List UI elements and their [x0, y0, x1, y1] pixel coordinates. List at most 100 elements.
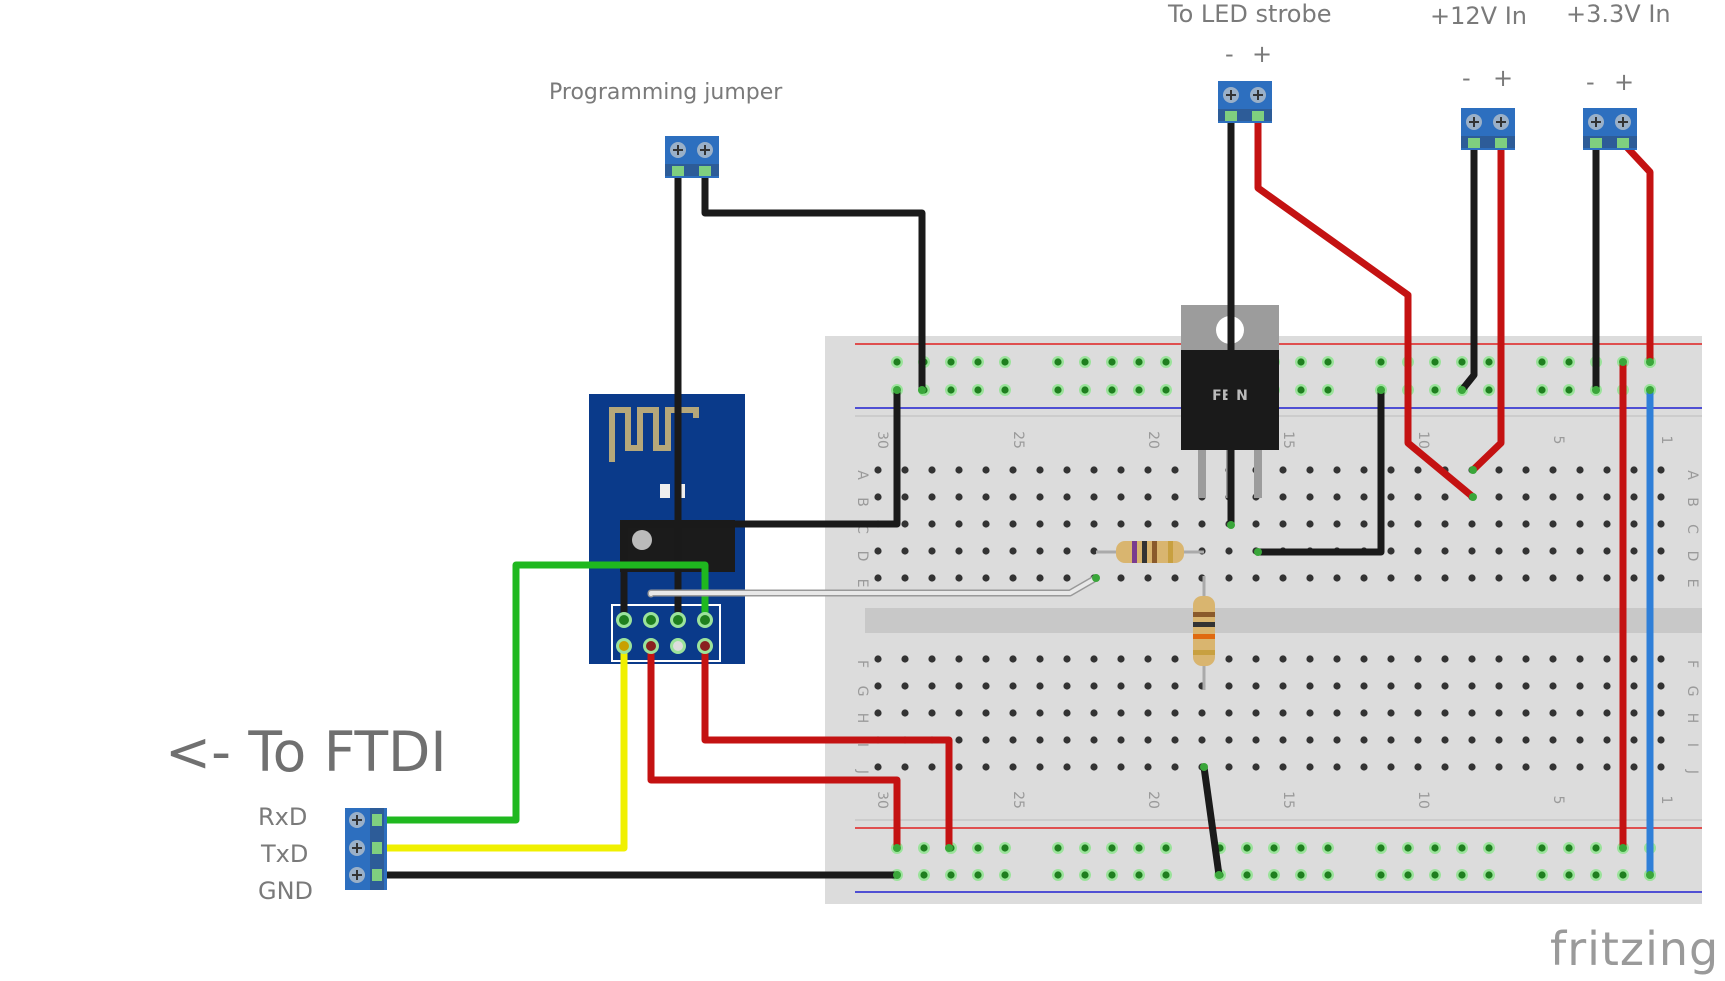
breadboard-hole — [1171, 682, 1179, 690]
row-letter: E — [854, 579, 870, 588]
rail-hole — [1565, 386, 1573, 394]
breadboard-hole — [1576, 655, 1584, 663]
wire-endpoint — [1619, 358, 1627, 366]
rail-hole — [1485, 844, 1493, 852]
row-letter: I — [1684, 743, 1700, 747]
txd-label: TxD — [261, 840, 309, 868]
breadboard-hole — [1009, 493, 1017, 501]
breadboard-hole — [1657, 520, 1665, 528]
row-letter: H — [1684, 713, 1700, 724]
breadboard-hole — [1090, 763, 1098, 771]
breadboard-hole — [1333, 574, 1341, 582]
breadboard-hole — [1036, 493, 1044, 501]
breadboard-hole — [1171, 655, 1179, 663]
breadboard-hole — [1441, 655, 1449, 663]
rail-hole — [1162, 358, 1170, 366]
rail-hole — [1485, 386, 1493, 394]
breadboard-hole — [1603, 682, 1611, 690]
breadboard-hole — [1387, 493, 1395, 501]
gnd-label: GND — [258, 877, 314, 905]
breadboard-hole — [982, 466, 990, 474]
breadboard-hole — [1063, 709, 1071, 717]
wire-12v-minus-black — [1458, 139, 1478, 394]
breadboard-hole — [1657, 736, 1665, 744]
breadboard-hole — [1252, 520, 1260, 528]
wire-12v-plus-red — [1469, 139, 1505, 474]
breadboard-center-channel — [865, 608, 1702, 633]
rail-hole — [1081, 358, 1089, 366]
breadboard-hole — [1549, 682, 1557, 690]
breadboard-hole — [1279, 655, 1287, 663]
breadboard-hole — [1144, 709, 1152, 717]
breadboard-hole — [1576, 493, 1584, 501]
wire-33v-plus-red — [1619, 139, 1654, 366]
breadboard-hole — [1495, 574, 1503, 582]
breadboard-hole — [1198, 736, 1206, 744]
breadboard-hole — [1468, 547, 1476, 555]
esp-pin-header — [611, 604, 721, 662]
breadboard-hole — [1522, 682, 1530, 690]
breadboard-hole — [1441, 574, 1449, 582]
breadboard-hole — [1522, 520, 1530, 528]
breadboard-hole — [1495, 736, 1503, 744]
rail-hole — [1297, 871, 1305, 879]
row-letter: B — [1684, 497, 1700, 507]
breadboard-hole — [874, 493, 882, 501]
breadboard-hole — [1603, 520, 1611, 528]
breadboard-hole — [955, 736, 963, 744]
breadboard-hole — [874, 655, 882, 663]
breadboard-hole — [1549, 493, 1557, 501]
breadboard-hole — [1549, 547, 1557, 555]
breadboard-hole — [1063, 682, 1071, 690]
row-letter: F — [854, 660, 870, 668]
breadboard-hole — [1603, 466, 1611, 474]
breadboard-hole — [1522, 466, 1530, 474]
breadboard-hole — [1441, 763, 1449, 771]
breadboard-hole — [1414, 736, 1422, 744]
breadboard-hole — [1522, 493, 1530, 501]
rail-hole — [893, 358, 901, 366]
breadboard-hole — [1036, 466, 1044, 474]
breadboard-hole — [1657, 574, 1665, 582]
terminal-block-12v — [1461, 108, 1515, 150]
to-ftdi-label: <- To FTDI — [165, 720, 447, 784]
wire-endpoint — [1592, 386, 1600, 394]
breadboard-hole — [874, 466, 882, 474]
breadboard-hole — [1576, 763, 1584, 771]
breadboard-hole — [1090, 520, 1098, 528]
breadboard-hole — [1387, 574, 1395, 582]
breadboard-hole — [874, 709, 882, 717]
breadboard-hole — [955, 520, 963, 528]
breadboard-hole — [955, 493, 963, 501]
row-letter: J — [854, 769, 870, 774]
wire-endpoint — [1469, 493, 1477, 501]
rail-hole — [1404, 871, 1412, 879]
breadboard-hole — [901, 763, 909, 771]
rail-hole — [1297, 844, 1305, 852]
breadboard-hole — [1225, 682, 1233, 690]
rail-hole — [947, 386, 955, 394]
resistor-horizontal — [1096, 541, 1204, 563]
wire-jumper-right-black — [701, 168, 926, 394]
breadboard-hole — [1252, 736, 1260, 744]
breadboard-hole — [1333, 709, 1341, 717]
breadboard-hole — [1657, 709, 1665, 717]
breadboard-hole — [1441, 682, 1449, 690]
breadboard-hole — [1090, 736, 1098, 744]
row-letter: C — [1684, 524, 1700, 534]
breadboard-hole — [1603, 574, 1611, 582]
breadboard-hole — [1036, 709, 1044, 717]
esp-header-pins — [616, 612, 713, 654]
wire-esp-gnd-black — [620, 386, 901, 624]
resistor-vertical — [1193, 576, 1215, 690]
breadboard-hole — [1441, 547, 1449, 555]
rail-hole — [1538, 844, 1546, 852]
breadboard-hole — [1576, 466, 1584, 474]
row-letter: A — [1684, 470, 1700, 480]
breadboard-hole — [955, 574, 963, 582]
column-number: 15 — [1280, 791, 1296, 809]
breadboard-hole — [1036, 574, 1044, 582]
rail-hole — [1081, 871, 1089, 879]
breadboard-hole — [1144, 655, 1152, 663]
breadboard-hole — [1063, 466, 1071, 474]
